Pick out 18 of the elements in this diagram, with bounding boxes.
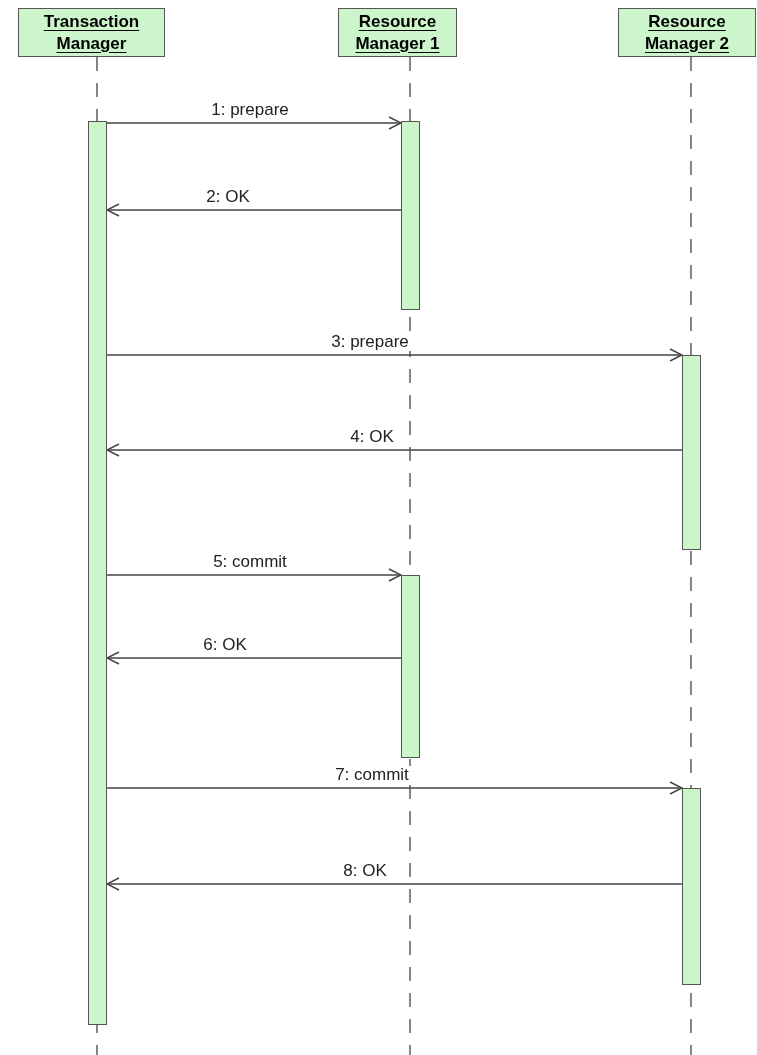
message-arrow	[106, 651, 402, 665]
message-arrow	[106, 877, 683, 891]
message-arrow	[106, 348, 683, 362]
participant-box: Transaction Manager	[18, 8, 165, 57]
message-arrow	[106, 443, 683, 457]
message-label: 1: prepare	[209, 101, 291, 119]
activation-bar	[682, 788, 701, 985]
activation-bar	[682, 355, 701, 550]
message-arrow	[106, 781, 683, 795]
message-arrow	[106, 568, 402, 582]
activation-bar	[401, 575, 420, 758]
message-label: 3: prepare	[329, 333, 411, 351]
participant-box: Resource Manager 1	[338, 8, 457, 57]
message-arrow	[106, 116, 402, 130]
activation-bar	[88, 121, 107, 1025]
activation-bar	[401, 121, 420, 310]
message-arrow	[106, 203, 402, 217]
participant-box: Resource Manager 2	[618, 8, 756, 57]
